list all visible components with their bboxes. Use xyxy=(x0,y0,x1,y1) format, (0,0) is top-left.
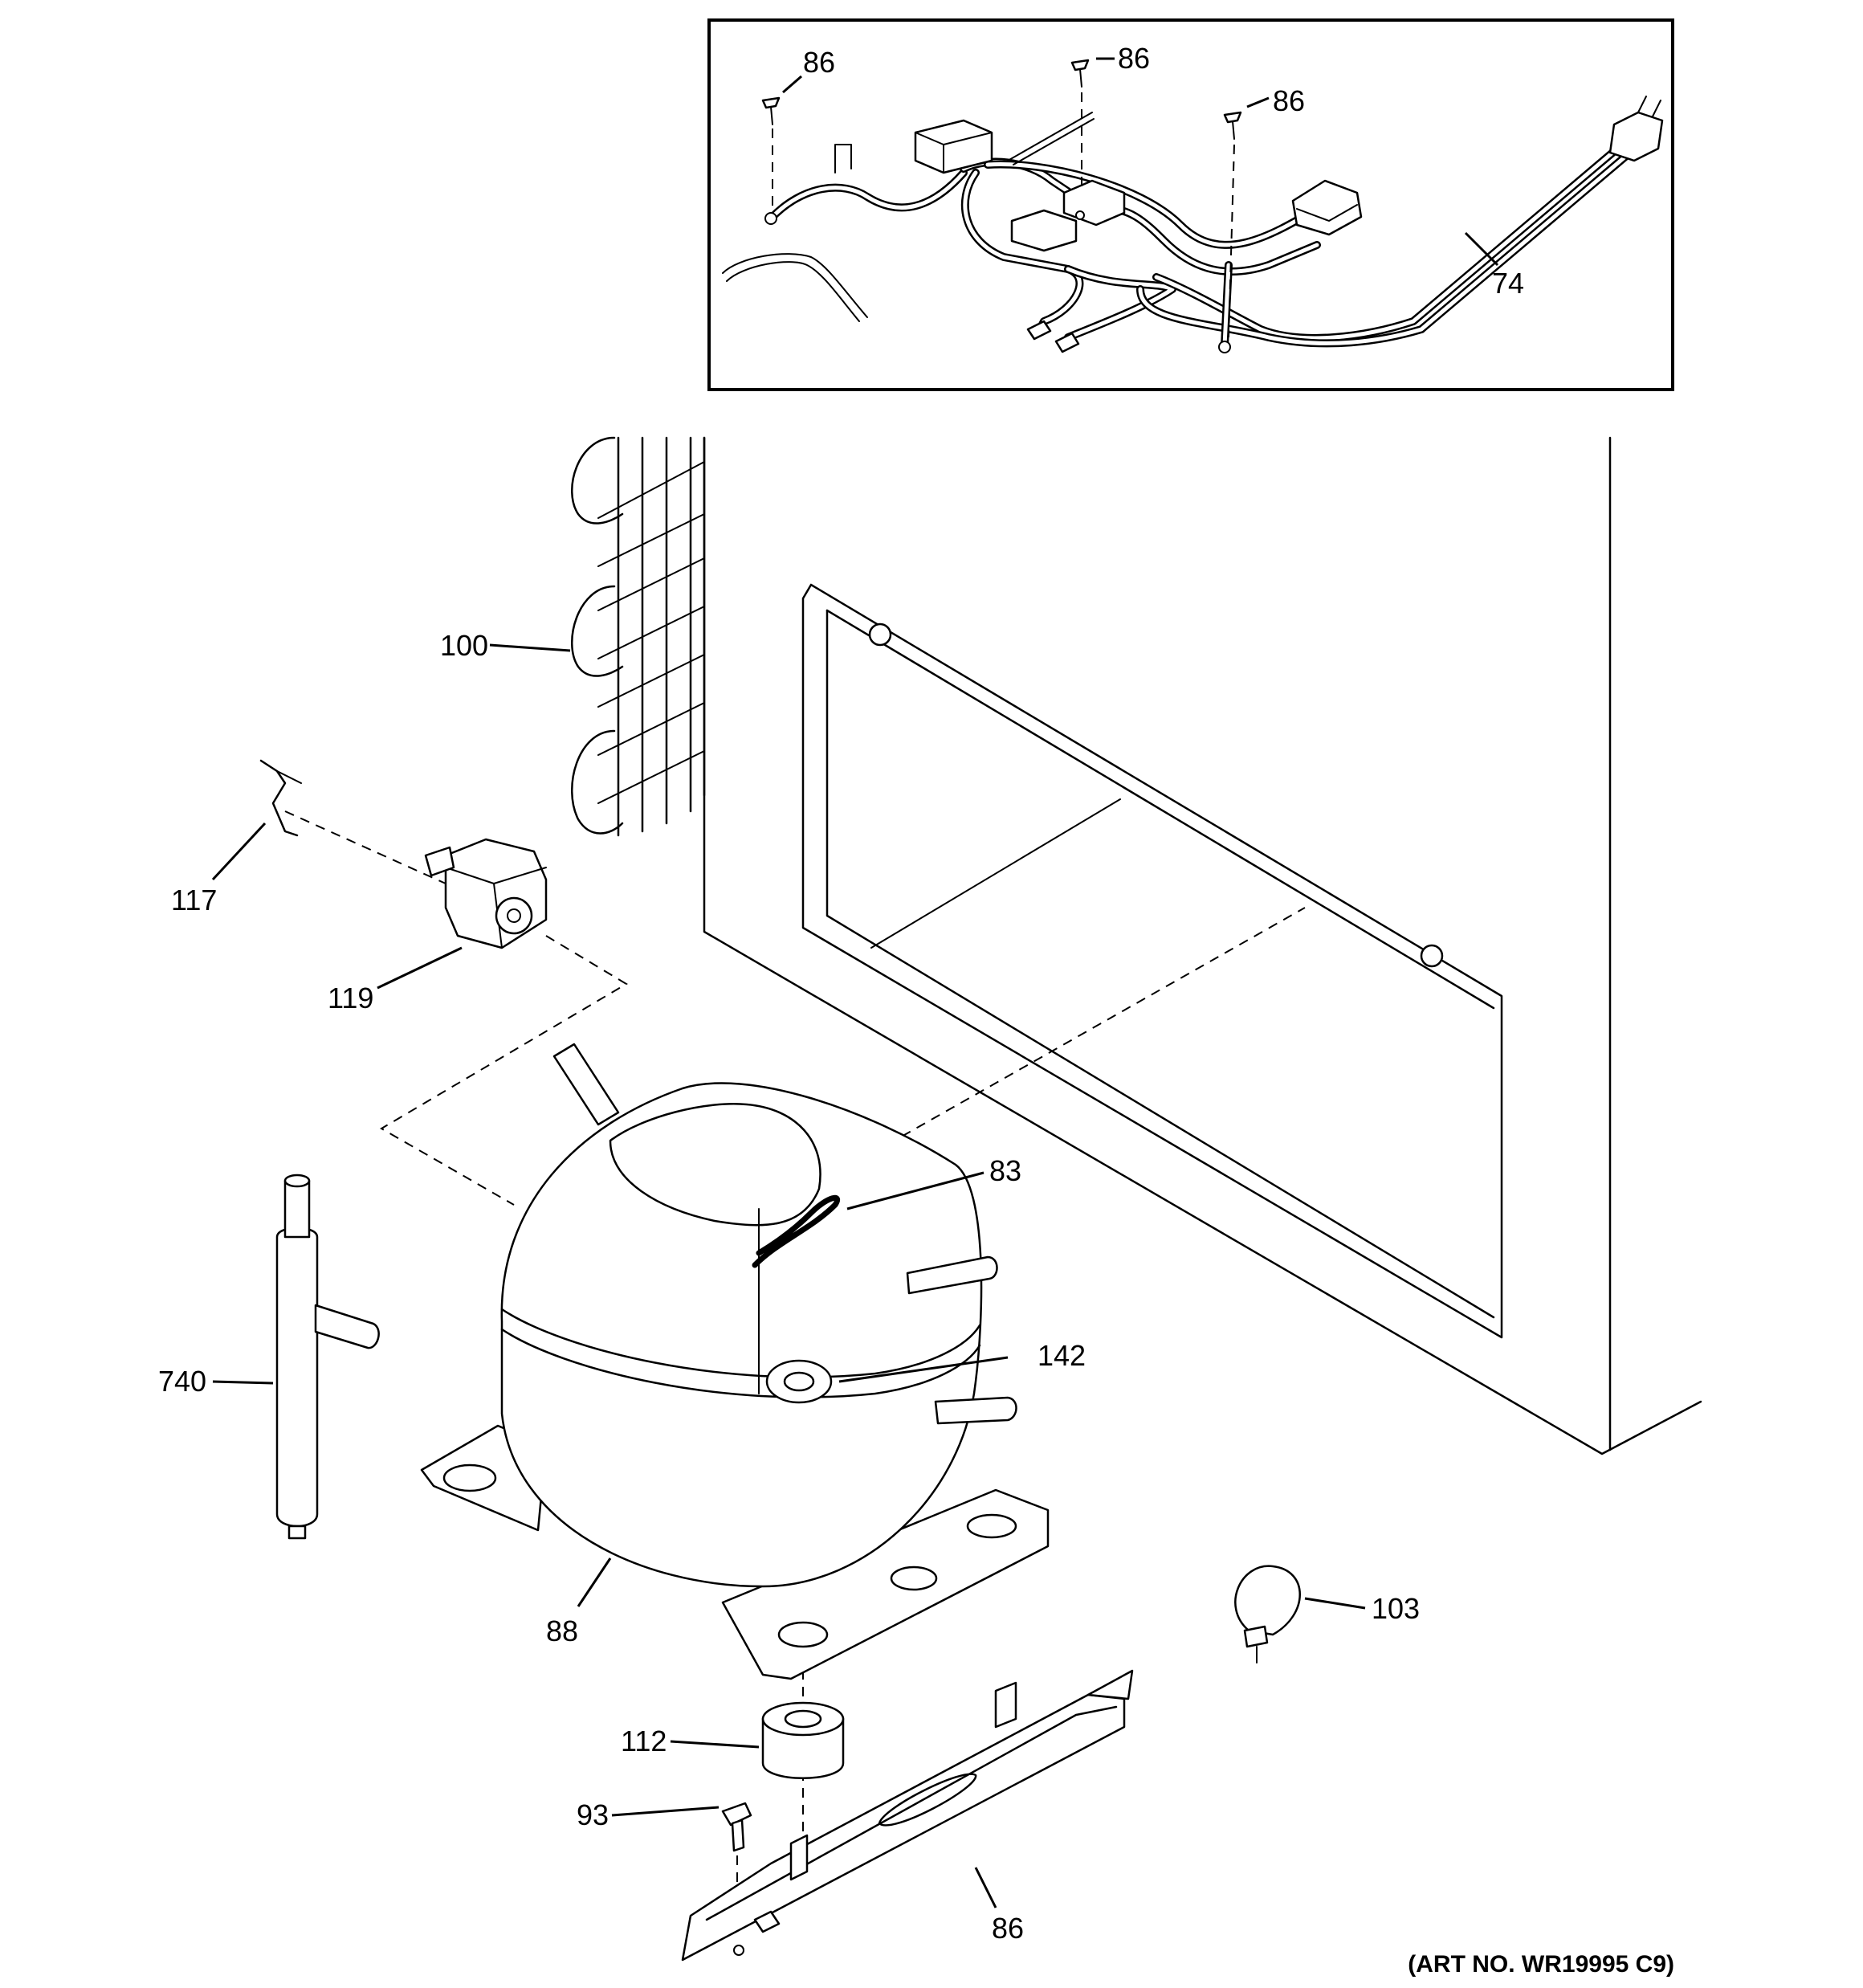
callout-label: 74 xyxy=(1492,267,1524,300)
compressor xyxy=(420,1043,1050,1680)
bolt xyxy=(721,1802,752,1896)
harness-wires xyxy=(722,112,1634,349)
callout-label: 100 xyxy=(440,629,488,662)
callout-label: 117 xyxy=(171,884,217,916)
callout-label: 119 xyxy=(328,982,373,1014)
harness-center-connectors xyxy=(1010,179,1126,252)
callout-label: 93 xyxy=(577,1798,609,1831)
condenser-coil xyxy=(571,436,706,837)
screw-icon xyxy=(1223,111,1242,338)
callout-label: 142 xyxy=(1037,1339,1086,1372)
callout-label: 86 xyxy=(803,46,835,79)
callout-label: 86 xyxy=(1273,84,1305,117)
callout-label: 103 xyxy=(1372,1592,1420,1625)
callout-label: 83 xyxy=(989,1154,1021,1187)
callout-label: 740 xyxy=(158,1365,206,1398)
harness-terminals xyxy=(764,212,1231,353)
callout-label: 112 xyxy=(621,1725,667,1757)
callout-label: 86 xyxy=(1118,42,1150,75)
power-plug-icon xyxy=(1608,96,1664,162)
start-relay xyxy=(424,838,548,949)
tube-clamp xyxy=(1234,1565,1301,1663)
callout-label: 88 xyxy=(546,1614,578,1647)
filter-drier xyxy=(275,1174,380,1540)
callout-label: 86 xyxy=(992,1912,1024,1945)
clip-part xyxy=(259,759,302,837)
harness-right-connector xyxy=(1291,179,1363,236)
wiring-harness-inset: 86 86 86 74 xyxy=(707,18,1674,391)
screw-icon xyxy=(761,96,781,209)
callout-leaders xyxy=(211,643,1366,1908)
harness-connector-block xyxy=(914,119,993,174)
mounting-grommet xyxy=(761,1701,845,1779)
base-plate xyxy=(681,1669,1134,1961)
screw-icon xyxy=(1070,59,1090,193)
cabinet-outline xyxy=(703,436,1702,1455)
art-number: (ART NO. WR19995 C9) xyxy=(1408,1951,1674,1978)
